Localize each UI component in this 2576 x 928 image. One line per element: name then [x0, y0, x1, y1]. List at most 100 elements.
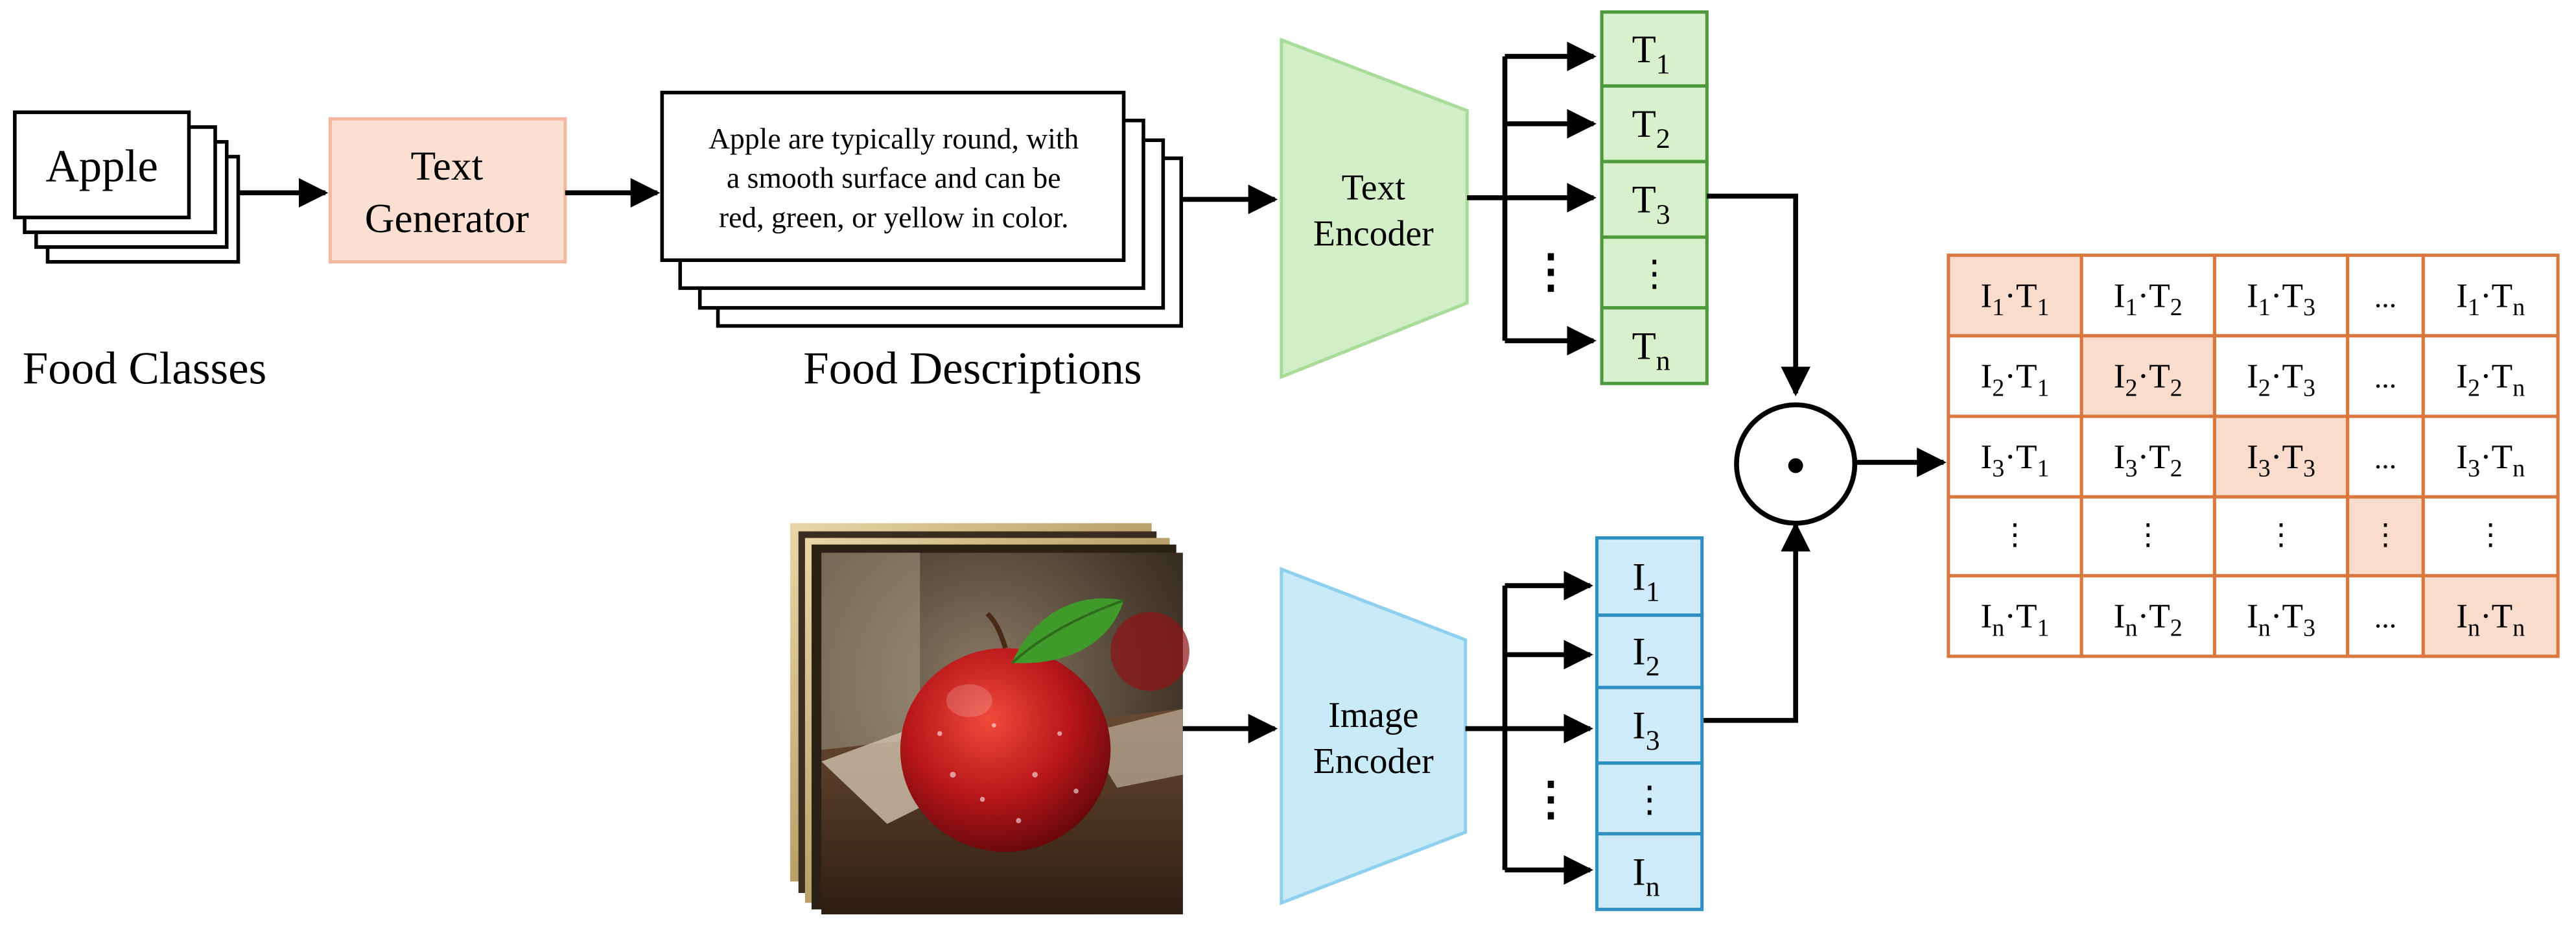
matrix-ellipsis: ...: [2374, 601, 2396, 634]
matrix-cell: ...: [2346, 254, 2425, 338]
matrix-product-label: I1·Tn: [2456, 276, 2525, 321]
image-token-label: I1: [1632, 555, 1659, 607]
image-token-label: I2: [1632, 630, 1659, 682]
matrix-product-label: I3·T1: [1980, 438, 2049, 482]
text-token-label: T3: [1632, 178, 1670, 230]
matrix-cell: I1·T1: [1947, 254, 2083, 338]
image-encoder: Image Encoder: [1280, 567, 1468, 905]
text-token-2: T2: [1600, 84, 1709, 163]
matrix-product-label: I3·Tn: [2456, 438, 2525, 482]
text-fanout-ellipsis: ⋮: [1528, 246, 1574, 297]
circled-dot-icon: [1734, 402, 1858, 526]
text-generator-box: Text Generator: [328, 117, 567, 264]
matrix-product-label: I1·T3: [2247, 276, 2315, 321]
food-class-card: [13, 110, 191, 220]
matrix-cell: I2·T1: [1947, 334, 2083, 418]
matrix-ellipsis: ⋮: [2266, 518, 2296, 551]
matrix-ellipsis: ⋮: [2000, 518, 2030, 551]
text-token-label: T2: [1632, 102, 1670, 154]
food-classes-stack: Apple: [13, 110, 240, 264]
matrix-cell: In·T1: [1947, 574, 2083, 658]
food-descriptions-stack: Apple are typically round, with a smooth…: [660, 90, 1184, 328]
matrix-cell: ⋮: [2079, 495, 2216, 578]
text-token-1: T1: [1600, 10, 1709, 88]
matrix-product-label: I3·T3: [2247, 438, 2315, 482]
matrix-cell: I2·Tn: [2421, 334, 2560, 418]
matrix-cell: In·Tn: [2421, 574, 2560, 658]
matrix-ellipsis: ...: [2374, 361, 2396, 394]
image-token-3: I3: [1595, 685, 1704, 765]
text-to-product-connector: [1707, 193, 1810, 397]
matrix-product-label: I2·T3: [2247, 357, 2315, 402]
image-token-ellipsis: ⋮: [1595, 761, 1704, 836]
image-token-1: I1: [1595, 536, 1704, 617]
text-encoder-line2: Encoder: [1313, 213, 1434, 254]
image-token-n: In: [1595, 832, 1704, 911]
food-description-card: [660, 90, 1126, 263]
matrix-product-label: In·T2: [2114, 597, 2183, 642]
matrix-cell: ⋮: [2346, 495, 2425, 578]
image-token-ellipsis: ⋮: [1632, 780, 1668, 820]
matrix-product-label: I2·Tn: [2456, 357, 2525, 402]
image-fanout: [1465, 571, 1593, 885]
matrix-cell: In·T2: [2079, 574, 2216, 658]
matrix-product-label: I2·T2: [2114, 357, 2183, 402]
matrix-cell: I1·T2: [2079, 254, 2216, 338]
matrix-cell: I3·T3: [2212, 414, 2350, 499]
image-token-2: I2: [1595, 613, 1704, 689]
text-token-n: Tn: [1600, 306, 1709, 385]
matrix-cell: ⋮: [1947, 495, 2083, 578]
food-class-label: Apple: [45, 141, 158, 192]
image-encoder-line2: Encoder: [1313, 741, 1434, 781]
description-line-1: Apple are typically round, with: [708, 122, 1079, 155]
text-token-ellipsis: ⋮: [1600, 235, 1709, 310]
matrix-cell: ⋮: [2421, 495, 2560, 578]
matrix-cell: ...: [2346, 334, 2425, 418]
food-descriptions-caption: Food Descriptions: [803, 343, 1142, 394]
matrix-cell: I1·Tn: [2421, 254, 2560, 338]
text-token-label: T1: [1632, 28, 1670, 80]
matrix-ellipsis: ⋮: [2133, 518, 2163, 551]
matrix-cell: ⋮: [2212, 495, 2350, 578]
text-generator-line1: Text: [411, 143, 484, 189]
matrix-ellipsis: ...: [2374, 280, 2396, 313]
matrix-cell: I3·Tn: [2421, 414, 2560, 499]
matrix-product-label: I3·T2: [2114, 438, 2183, 482]
image-fanout-ellipsis: ⋮: [1528, 774, 1574, 824]
matrix-product-label: In·T3: [2247, 597, 2315, 642]
matrix-ellipsis: ...: [2374, 442, 2396, 475]
matrix-product-label: In·T1: [1980, 597, 2049, 642]
matrix-cell: I3·T2: [2079, 414, 2216, 499]
image-token-label: I3: [1632, 704, 1659, 756]
text-token-label: Tn: [1632, 324, 1670, 376]
text-encoder-line1: Text: [1342, 167, 1406, 208]
food-classes-caption: Food Classes: [23, 343, 267, 394]
matrix-product-label: I2·T1: [1980, 357, 2049, 402]
matrix-ellipsis: ⋮: [2476, 518, 2505, 551]
matrix-cell: In·T3: [2212, 574, 2350, 658]
text-fanout: [1467, 42, 1597, 356]
matrix-product-label: I1·T1: [1980, 276, 2049, 321]
image-token-label: In: [1632, 850, 1659, 902]
image-encoder-line1: Image: [1328, 695, 1418, 735]
description-line-2: a smooth surface and can be: [727, 161, 1060, 195]
matrix-cell: I2·T2: [2079, 334, 2216, 418]
text-token-ellipsis: ⋮: [1636, 254, 1672, 294]
matrix-cell: I3·T1: [1947, 414, 2083, 499]
text-token-3: T3: [1600, 160, 1709, 239]
image-to-product-connector: [1704, 521, 1810, 723]
text-encoder: Text Encoder: [1280, 37, 1469, 379]
matrix-cell: I1·T3: [2212, 254, 2350, 338]
matrix-product-label: In·Tn: [2456, 597, 2525, 642]
matrix-ellipsis: ⋮: [2371, 518, 2400, 551]
matrix-cell: I2·T3: [2212, 334, 2350, 418]
matrix-cell: ...: [2346, 574, 2425, 658]
apple-photo-icon: [790, 523, 1189, 914]
matrix-cell: ...: [2346, 414, 2425, 499]
text-generator-line2: Generator: [365, 196, 529, 241]
description-line-3: red, green, or yellow in color.: [719, 201, 1069, 234]
